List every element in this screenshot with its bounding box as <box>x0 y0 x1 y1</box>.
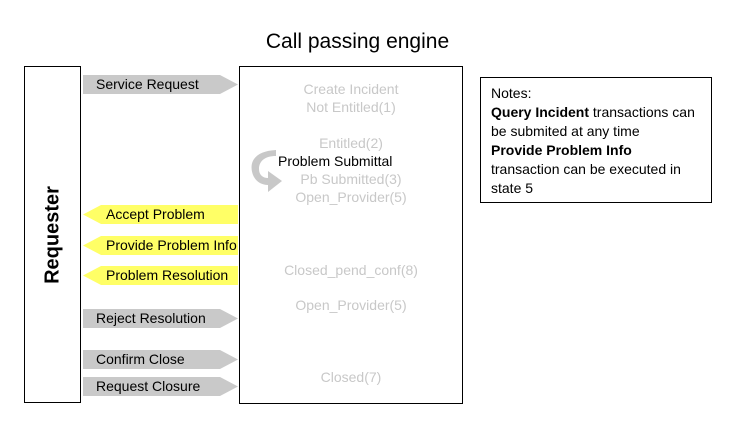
accept-problem-arrow: Accept Problem <box>83 205 238 224</box>
state-open-provider-1: Open_Provider(5) <box>295 189 407 205</box>
curved-arrow-icon <box>251 150 282 192</box>
problem-submittal-label: Problem Submittal <box>278 153 393 169</box>
provide-problem-info-arrow: Provide Problem Info <box>83 236 238 255</box>
notes-box: Notes: Query Incident transactions can b… <box>480 77 712 203</box>
state-closed: Closed(7) <box>320 369 382 385</box>
notes-line-4: transaction can be executed in <box>491 161 681 177</box>
notes-line-1: Query Incident transactions can <box>491 103 701 122</box>
requester-box: Requester <box>24 66 81 403</box>
diagram-title: Call passing engine <box>265 30 450 53</box>
request-closure-arrow: Request Closure <box>83 377 238 396</box>
notes-line-5: state 5 <box>491 180 534 196</box>
notes-line-2: be submited at any time <box>491 123 640 139</box>
notes-line-1-rest: transactions can <box>589 104 695 120</box>
notes-line-3: Provide Problem Info <box>491 141 701 160</box>
requester-label: Requester <box>41 185 63 284</box>
confirm-close-arrow: Confirm Close <box>83 350 238 369</box>
service-request-arrow: Service Request <box>83 75 238 94</box>
problem-resolution-arrow: Problem Resolution <box>83 266 238 285</box>
state-open-provider-2: Open_Provider(5) <box>295 297 407 313</box>
notes-heading: Notes: <box>491 85 532 101</box>
state-not-entitled: Not Entitled(1) <box>306 99 396 115</box>
engine-box <box>239 66 463 404</box>
state-entitled: Entitled(2) <box>319 135 383 151</box>
state-create-incident: Create Incident <box>303 81 399 97</box>
notes-query-incident: Query Incident <box>491 104 590 120</box>
state-closed-pend-conf: Closed_pend_conf(8) <box>284 262 418 278</box>
state-pb-submitted: Pb Submitted(3) <box>300 171 402 187</box>
notes-provide-problem-info: Provide Problem Info <box>491 142 632 158</box>
reject-resolution-arrow: Reject Resolution <box>83 309 238 328</box>
